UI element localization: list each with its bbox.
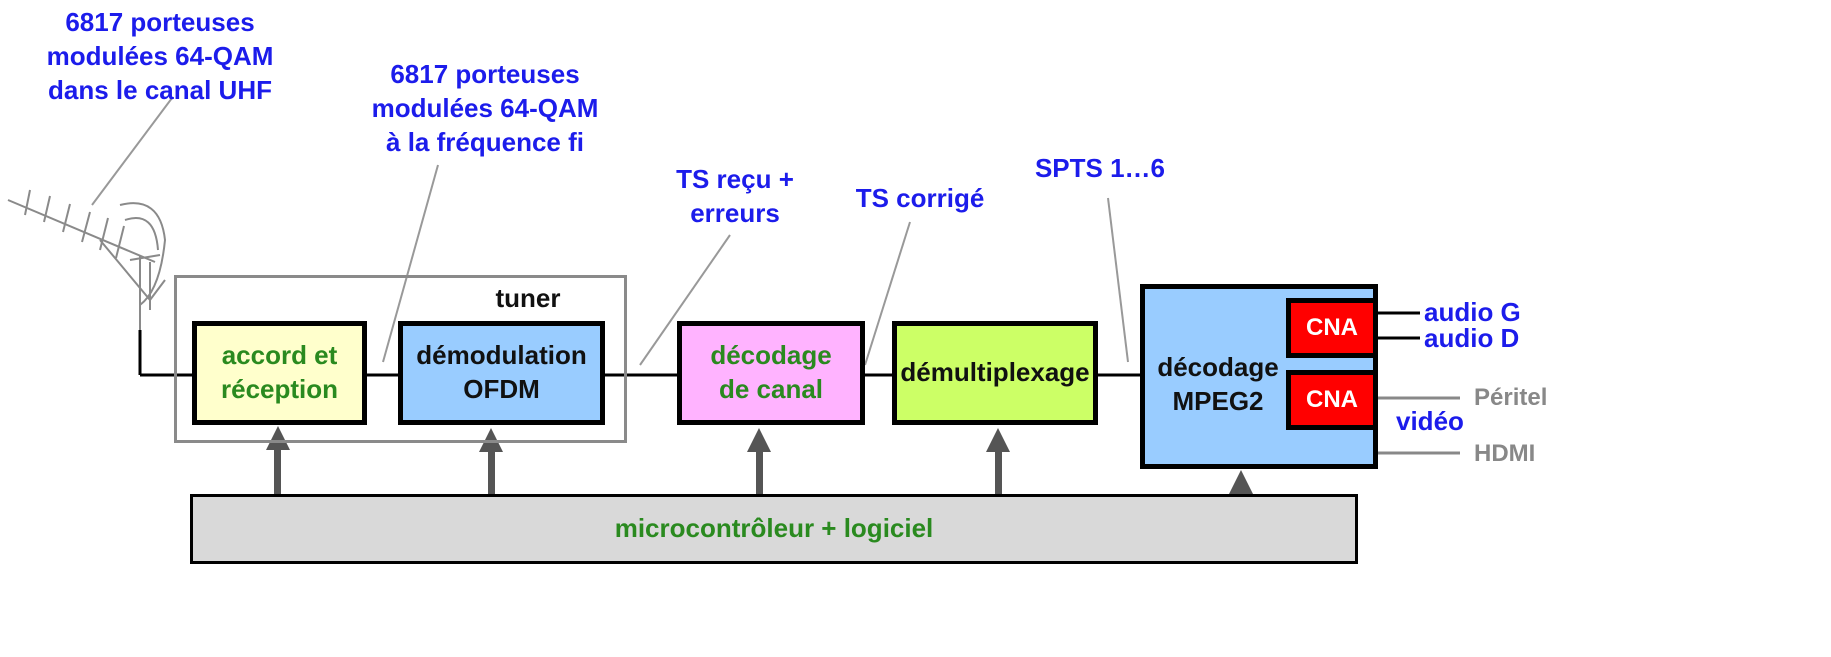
audio-left-label: audio G xyxy=(1424,297,1521,327)
if-label: 6817 porteuses modulées 64-QAM à la fréq… xyxy=(355,58,615,159)
peritel-label: Péritel xyxy=(1474,384,1548,411)
tuning-block: accord et réception xyxy=(192,321,367,425)
antenna-label: 6817 porteuses modulées 64-QAM dans le c… xyxy=(30,6,290,107)
if-label-line-3: à la fréquence fi xyxy=(386,126,584,157)
leader-lines xyxy=(91,97,1129,366)
ts-corrected-label: TS corrigé xyxy=(855,183,985,213)
antenna-icon xyxy=(7,189,167,330)
output-lines xyxy=(1378,311,1420,340)
audio-right-label: audio D xyxy=(1424,323,1520,353)
demultiplexing-block: démultiplexage xyxy=(892,321,1098,425)
antenna-label-line-1: 6817 porteuses xyxy=(65,7,255,37)
signal-chain-lines xyxy=(138,330,1140,377)
demodulation-block: démodulation OFDM xyxy=(398,321,605,425)
tuning-label-line-2: réception xyxy=(220,374,339,404)
channel-decoding-block: décodage de canal xyxy=(677,321,865,425)
video-label: vidéo xyxy=(1396,406,1464,436)
ts-errors-line-1: TS reçu + xyxy=(676,164,794,194)
ts-errors-label: TS reçu + erreurs xyxy=(650,163,820,231)
microcontroller-label: microcontrôleur + logiciel xyxy=(614,513,934,544)
ts-errors-line-2: erreurs xyxy=(690,197,780,228)
demod-label-line-2: OFDM xyxy=(463,374,540,404)
tuner-group xyxy=(174,275,627,443)
video-output-lines xyxy=(1378,396,1460,455)
channel-decoding-line-1: décodage xyxy=(710,340,832,371)
channel-decoding-line-2: de canal xyxy=(718,374,824,404)
mpeg-label-line-2: MPEG2 xyxy=(1172,385,1264,416)
antenna-label-line-3: dans le canal UHF xyxy=(48,74,272,105)
tuning-label-line-1: accord et xyxy=(221,340,338,371)
dac-audio: CNA xyxy=(1286,298,1378,358)
spts-label: SPTS 1…6 xyxy=(1034,153,1166,183)
if-label-line-1: 6817 porteuses xyxy=(390,59,580,89)
tuner-label: tuner xyxy=(495,283,561,313)
demod-label-line-1: démodulation xyxy=(416,340,587,371)
mpeg-label-line-1: décodage xyxy=(1157,352,1279,382)
demux-label: démultiplexage xyxy=(900,357,1090,388)
antenna-label-line-2: modulées 64-QAM xyxy=(46,40,274,71)
microcontroller-block: microcontrôleur + logiciel xyxy=(190,494,1358,564)
if-label-line-2: modulées 64-QAM xyxy=(371,92,599,123)
hdmi-label: HDMI xyxy=(1474,440,1536,467)
dac-video: CNA xyxy=(1286,370,1378,430)
control-arrows xyxy=(266,426,1253,496)
